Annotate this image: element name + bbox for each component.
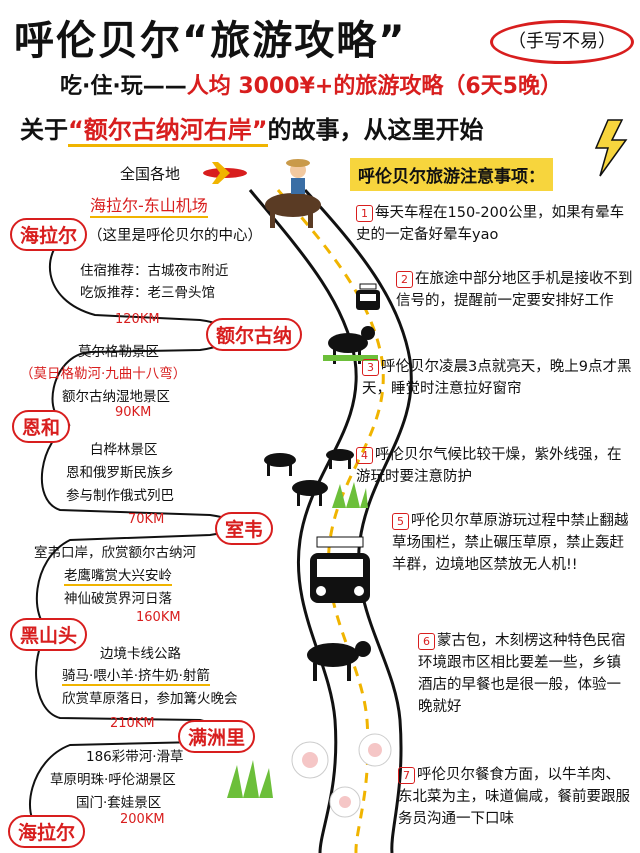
subtitle-prefix: 吃·住·玩—— [60, 74, 187, 99]
distance-5: 210KM [110, 716, 155, 731]
city-hailar-end: 海拉尔 [8, 815, 86, 848]
lightning-icon [594, 119, 628, 177]
distance-2: 90KM [115, 405, 152, 420]
city-shiwei: 室韦 [215, 512, 274, 545]
sheep-icon [291, 733, 392, 818]
city-heishantou: 黑山头 [10, 618, 88, 651]
note-number: 6 [418, 633, 435, 650]
spot-birch: 白桦林景区 [90, 442, 158, 458]
note-number: 2 [396, 271, 413, 288]
spot-morgele: 莫尔格勒景区 [78, 344, 159, 360]
note-text: 呼伦贝尔气候比较干燥，紫外线强，在游玩时要注意防护 [356, 447, 622, 485]
note-number: 7 [398, 767, 415, 784]
distance-3: 70KM [128, 512, 165, 527]
note-number: 3 [362, 359, 379, 376]
horses-icon [264, 449, 354, 506]
stay-recommend: 住宿推荐：古城夜市附近 [80, 263, 229, 279]
spot-border-road: 边境卡线公路 [100, 646, 181, 662]
spot-erguna-wetland: 额尔古纳湿地景区 [62, 389, 170, 405]
spot-186: 186彩带河·滑草 [86, 749, 184, 765]
spot-enhe-russian: 恩和俄罗斯民族乡 [66, 465, 174, 481]
city-enhe: 恩和 [12, 410, 71, 443]
spot-morgele-river: （莫日格勒河·九曲十八弯） [20, 366, 187, 382]
spot-activities: 骑马·喂小羊·挤牛奶·射箭 [62, 664, 210, 686]
grass-icon [332, 482, 368, 508]
city-manzhouli: 满洲里 [178, 720, 256, 753]
handwritten-badge: （手写不易） [490, 20, 634, 64]
spot-sunset: 神仙破赏界河日落 [64, 591, 172, 607]
notes-title: 呼伦贝尔旅游注意事项： [350, 158, 553, 191]
spot-border-gate: 国门·套娃景区 [76, 795, 162, 811]
spot-bonfire: 欣赏草原落日，参加篝火晚会 [62, 691, 238, 707]
subtitle: 吃·住·玩——人均 3000¥+的旅游攻略（6天5晚） [60, 68, 562, 100]
herder-on-ox-icon [265, 159, 321, 228]
distance-4: 160KM [136, 610, 181, 625]
spot-hulun-lake: 草原明珠·呼伦湖景区 [50, 772, 176, 788]
grass-icon [227, 760, 273, 798]
note-text: 蒙古包，木刻楞这种特色民宿环境跟市区相比要差一些，乡镇酒店的早餐也是很一般，体验… [418, 633, 626, 715]
spot-bread: 参与制作俄式列巴 [66, 488, 174, 504]
taxi-car-icon [310, 536, 370, 603]
note-text: 呼伦贝尔餐食方面，以牛羊肉、东北菜为主，味道偏咸，餐前要跟服务员沟通一下口味 [398, 767, 630, 827]
distance-6: 200KM [120, 812, 165, 827]
note-text: 每天车程在150-200公里，如果有晕车史的一定备好晕车yao [356, 205, 625, 243]
note-number: 5 [392, 513, 409, 530]
story-prefix: 关于 [20, 116, 68, 144]
note-text: 呼伦贝尔草原游玩过程中禁止翻越草场围栏，禁止碾压草原，禁止轰赶羊群，边境地区禁放… [392, 513, 629, 573]
subtitle-price: 人均 3000¥+ [186, 74, 334, 99]
story-line: 关于“额尔古纳河右岸”的故事，从这里开始 [20, 110, 484, 147]
hailar-note: （这里是呼伦贝尔的中心） [88, 228, 262, 244]
taxi-icon [356, 283, 380, 310]
note-number: 4 [356, 447, 373, 464]
city-erguna: 额尔古纳 [206, 318, 303, 351]
spot-eagle-beak: 老鹰嘴赏大兴安岭 [64, 564, 172, 586]
airplane-icon [203, 162, 247, 184]
note-text: 在旅途中部分地区手机是接收不到信号的，提醒前一定要安排好工作 [396, 271, 633, 309]
note-text: 呼伦贝尔凌晨3点就亮天，晚上9点才黑天，睡觉时注意拉好窗帘 [362, 359, 632, 397]
origin-label: 全国各地 [120, 165, 181, 183]
spot-shiwei-port: 室韦口岸，欣赏额尔古纳河 [34, 545, 196, 561]
airport-label: 海拉尔-东山机场 [90, 192, 208, 218]
city-hailar-start: 海拉尔 [10, 218, 88, 251]
page-title: 呼伦贝尔“旅游攻略” [14, 18, 407, 64]
distance-1: 120KM [115, 312, 160, 327]
subtitle-suffix: 的旅游攻略（6天5晚） [333, 74, 562, 99]
cow-icon [307, 641, 371, 681]
story-suffix: 的故事，从这里开始 [267, 116, 484, 144]
eat-recommend: 吃饭推荐：老三骨头馆 [80, 285, 215, 301]
note-number: 1 [356, 205, 373, 222]
goat-icon [323, 326, 378, 364]
story-highlight: “额尔古纳河右岸” [68, 116, 268, 147]
